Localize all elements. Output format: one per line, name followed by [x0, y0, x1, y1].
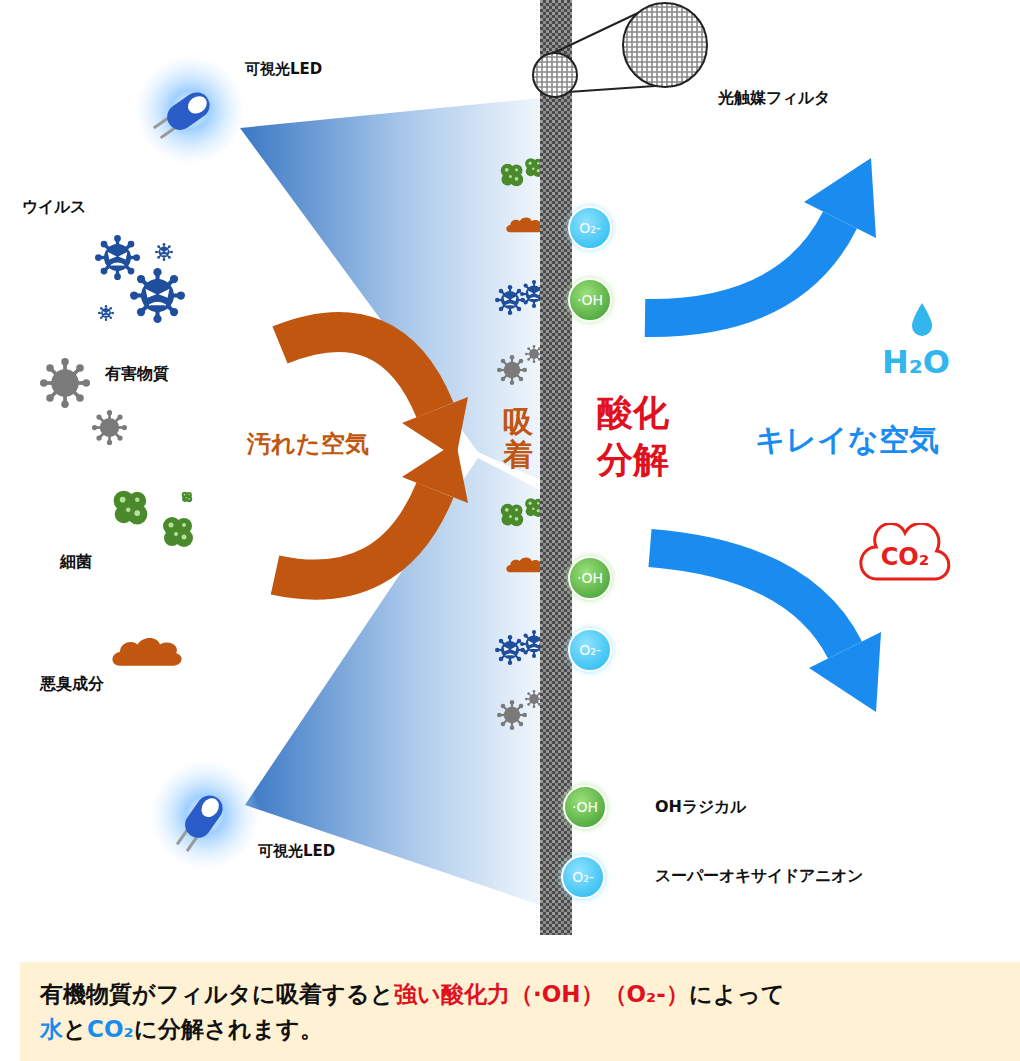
oh-radical-circle: ·OH	[568, 278, 612, 322]
item-label: ウイルス	[22, 197, 86, 216]
product-label: H₂O	[882, 343, 950, 381]
node-text: ·OH	[572, 799, 598, 815]
caption-part: に分解されます。	[134, 1016, 323, 1042]
node-text: ·OH	[577, 570, 603, 586]
caption-part: 強い酸化力（·OH）（O₂-）	[394, 981, 689, 1007]
legend-text: スーパーオキサイドアニオン	[655, 866, 863, 885]
superoxide-circle: O₂-	[568, 628, 612, 672]
item-label: 細菌	[60, 552, 92, 571]
caption-part: CO₂	[87, 1016, 134, 1042]
caption-part: 水	[40, 1016, 63, 1042]
caption-part: 有機物質がフィルタに吸着すると	[40, 981, 394, 1007]
legend-text: OHラジカル	[655, 797, 746, 816]
item-label: 悪臭成分	[40, 674, 104, 693]
process-label: 酸化 分解	[597, 390, 683, 484]
node-text: O₂-	[572, 869, 594, 885]
node-text: ·OH	[577, 292, 603, 308]
node-text: O₂-	[579, 642, 601, 658]
item-label: 有害物質	[105, 364, 169, 383]
filter-label: 光触媒フィルタ	[718, 88, 830, 107]
superoxide-circle: O₂-	[561, 855, 605, 899]
node-text: CO₂	[881, 535, 930, 571]
node-text: O₂-	[579, 220, 601, 236]
led-label: 可視光LED	[245, 60, 322, 78]
flow-label: キレイな空気	[755, 422, 939, 458]
flow-label: 汚れた空気	[247, 430, 369, 459]
led-label: 可視光LED	[258, 842, 335, 860]
process-label: 吸着	[503, 405, 533, 471]
caption: 有機物質がフィルタに吸着すると強い酸化力（·OH）（O₂-）によって水とCO₂に…	[40, 977, 1000, 1046]
co2-cloud: CO₂	[857, 523, 953, 583]
oh-radical-circle: ·OH	[568, 556, 612, 600]
caption-part: と	[63, 1016, 87, 1042]
oh-radical-circle: ·OH	[563, 785, 607, 829]
superoxide-circle: O₂-	[568, 206, 612, 250]
caption-part: によって	[689, 981, 785, 1007]
